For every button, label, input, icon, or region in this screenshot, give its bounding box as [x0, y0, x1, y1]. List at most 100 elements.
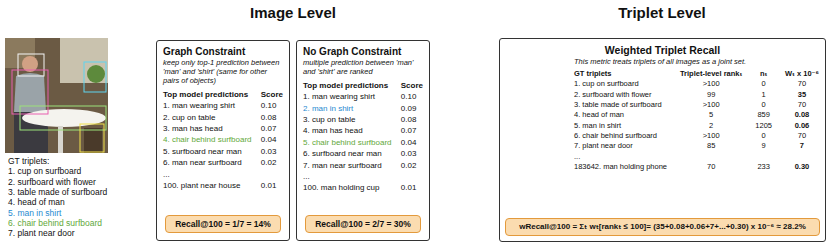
- metric-panel: No Graph Constraintmultiple prediction b…: [296, 40, 430, 241]
- table-cell: >100: [680, 79, 743, 89]
- table-cell: 0.01: [401, 182, 423, 193]
- table-cell: 4. man has head: [303, 125, 395, 136]
- table-cell: 6. man near surfboard: [163, 157, 255, 168]
- list-item: 4. head of man: [8, 197, 65, 207]
- panel-heading: Weighted Triplet Recall: [506, 44, 819, 57]
- table-cell: 5. man in shirt: [574, 121, 667, 131]
- table-cell: 6. chair behind surfboard: [574, 131, 667, 141]
- table-cell: ...: [163, 169, 283, 180]
- table-cell: 3. cup on table: [303, 114, 395, 125]
- table-cell: 1: [755, 90, 772, 100]
- panel-heading: Graph Constraint: [163, 46, 283, 58]
- table-cell: Top model predictions: [303, 80, 395, 91]
- bounding-box: [80, 124, 104, 152]
- bounding-box: [18, 54, 44, 76]
- list-item: 3. table made of surfboard: [8, 187, 107, 197]
- table-cell: 0.03: [401, 148, 423, 159]
- table-cell: 3. table made of surfboard: [574, 100, 667, 110]
- table-cell: 99: [680, 90, 743, 100]
- table-cell: ...: [303, 171, 423, 182]
- panel-heading: No Graph Constraint: [303, 46, 423, 58]
- table-cell: 0.04: [261, 134, 283, 145]
- list-item: 1. cup on surfboard: [8, 166, 81, 176]
- table-cell: 0.07: [261, 123, 283, 134]
- panel-note: This metric treats triplets of all image…: [574, 57, 819, 66]
- table-cell: 100. man holding cup: [303, 182, 395, 193]
- table-cell: 5. surfboard near man: [163, 146, 255, 157]
- bounding-box: [12, 70, 48, 114]
- table-cell: 0.06: [785, 121, 819, 131]
- photo-background: [5, 38, 108, 153]
- table-cell: 5: [680, 110, 743, 120]
- panel-note: keep only top-1 prediction between 'man'…: [163, 58, 283, 85]
- table-cell: 0.03: [261, 146, 283, 157]
- ranking-table: Top model predictionsScore1. man wearing…: [303, 80, 423, 194]
- table-cell: 0.01: [261, 180, 283, 191]
- table-cell: 2. cup on table: [163, 112, 255, 123]
- section-title: Triplet Level: [618, 4, 706, 22]
- list-heading: GT triplets:: [8, 156, 49, 166]
- recall-value: Recall@100 = 2/7 = 30%: [310, 219, 416, 229]
- table-cell: 6. surfboard near man: [303, 148, 395, 159]
- table-cell: 0.08: [261, 112, 283, 123]
- table-cell: 70: [785, 79, 819, 89]
- table-cell: >100: [680, 100, 743, 110]
- table-cell: 7. plant near door: [574, 141, 667, 151]
- table-cell: 1. cup on surfboard: [574, 79, 667, 89]
- table-cell: 1205: [755, 121, 772, 131]
- table-cell: 2: [680, 121, 743, 131]
- section-title: Image Level: [250, 4, 336, 22]
- table-cell: 2. surfboard with flower: [574, 90, 667, 100]
- table-cell: 70: [785, 100, 819, 110]
- table-cell: Wₜ x 10⁻⁶: [785, 69, 819, 79]
- ranking-table: Top model predictionsScore1. man wearing…: [163, 89, 283, 191]
- list-item: 2. surfboard with flower: [8, 177, 96, 187]
- table-cell: Score: [401, 80, 423, 91]
- table-cell: 4. head of man: [574, 110, 667, 120]
- table-cell: 4. chair behind surfboard: [163, 134, 255, 145]
- table-cell: 0: [755, 79, 772, 89]
- table-cell: 0.07: [401, 125, 423, 136]
- recall-box: Recall@100 = 2/7 = 30%: [305, 215, 421, 233]
- table-cell: 2. man in shirt: [303, 103, 395, 114]
- table-cell: 7. man near surfboard: [303, 160, 395, 171]
- bounding-box: [20, 106, 106, 130]
- table-cell: 0: [755, 131, 772, 141]
- table-cell: 70: [680, 162, 743, 172]
- table-cell: 100. plant near house: [163, 180, 255, 191]
- table-cell: 0.02: [401, 160, 423, 171]
- chair: [84, 128, 102, 153]
- table-cell: 85: [680, 141, 743, 151]
- table-cell: 70: [785, 131, 819, 141]
- table-cell: GT triplets: [574, 69, 667, 79]
- list-item: 5. man in shirt: [8, 208, 61, 218]
- table-cell: 0.04: [401, 137, 423, 148]
- list-item: 6. chair behind surfboard: [8, 218, 102, 228]
- table-cell: 859: [755, 110, 772, 120]
- recall-box: wRecall@100 = Σₜ wₜ[rankₜ ≤ 100]= (35+0.…: [505, 218, 820, 236]
- table-cell: Top model predictions: [163, 89, 255, 100]
- recall-value: wRecall@100 = Σₜ wₜ[rankₜ ≤ 100]= (35+0.…: [510, 222, 815, 232]
- table-cell: 7: [785, 141, 819, 151]
- table-cell: 0.10: [261, 100, 283, 111]
- table-cell: 5. chair behind surfboard: [303, 137, 395, 148]
- table-cell: 3. man has head: [163, 123, 255, 134]
- table-cell: ...: [574, 152, 819, 162]
- table-cell: >100: [680, 131, 743, 141]
- table-cell: 0.10: [401, 91, 423, 102]
- plant: [87, 65, 105, 83]
- table-cell: 0.09: [401, 103, 423, 114]
- recall-box: Recall@100 = 1/7 = 14%: [165, 215, 281, 233]
- table-cell: Triplet-level rankₜ: [680, 69, 743, 79]
- table-cell: nₜ: [755, 69, 772, 79]
- table-cell: 0.08: [401, 114, 423, 125]
- table-cell: 0.02: [261, 157, 283, 168]
- metric-panel: Weighted Triplet RecallThis metric treat…: [499, 38, 826, 242]
- table-cell: 233: [755, 162, 772, 172]
- table-cell: 35: [785, 90, 819, 100]
- table-cell: 0.30: [785, 162, 819, 172]
- table-cell: Score: [261, 89, 283, 100]
- table-cell: 0: [755, 100, 772, 110]
- list-item: 7. plant near door: [8, 228, 75, 238]
- table-cell: 9: [755, 141, 772, 151]
